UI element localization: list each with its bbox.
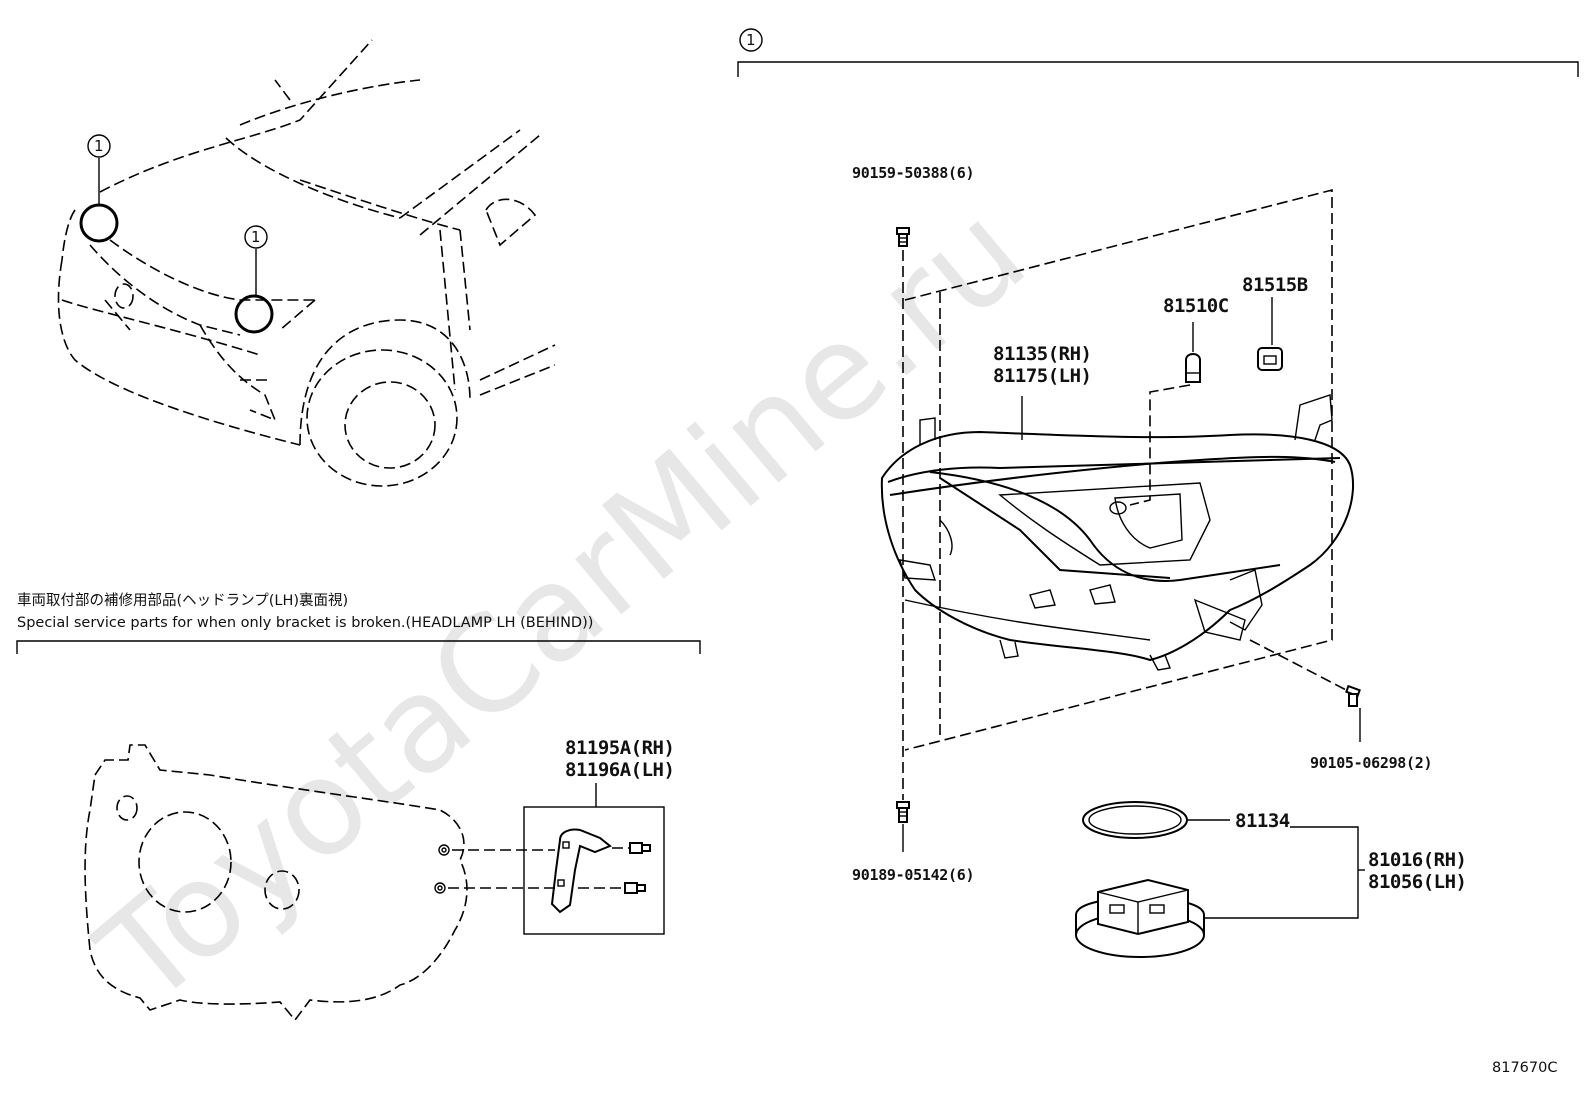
screw-top-icon xyxy=(896,227,910,247)
headlamp-rear-view-illustration xyxy=(84,744,555,1022)
note-japanese: 車両取付部の補修用部品(ヘッドランプ(LH)裏面視) xyxy=(17,591,348,609)
headlamp-exploded-view: 90159-50388(6) 90189-05142(6) 90105-0629… xyxy=(852,164,1467,958)
callout-circle-1-header xyxy=(739,28,763,52)
callout-circle-1a xyxy=(87,134,111,158)
assembly-bracket: 1 xyxy=(737,28,1579,77)
callout-number-1-header: 1 xyxy=(746,31,756,49)
part-number-bracket-rh: 81195A(RH) xyxy=(565,737,674,759)
bracket-kit-box xyxy=(523,806,665,935)
part-number-socket: 81515B xyxy=(1242,274,1308,296)
gasket-ring-icon xyxy=(1082,801,1188,839)
part-number-headlamp-rh: 81135(RH) xyxy=(993,343,1091,365)
part-number-computer-rh: 81016(RH) xyxy=(1368,849,1466,871)
callout-circle-1b xyxy=(244,225,268,249)
part-number-screw-top: 90159-50388(6) xyxy=(852,164,974,182)
wedge-bulb-icon xyxy=(1185,353,1201,383)
part-number-headlamp-lh: 81175(LH) xyxy=(993,365,1091,387)
bracket-screw-upper-icon xyxy=(612,842,651,854)
part-number-gasket: 81134 xyxy=(1235,810,1290,832)
car-front-illustration: 1 1 xyxy=(57,39,556,487)
screw-right-icon xyxy=(1345,684,1361,707)
repair-bracket-icon xyxy=(550,828,612,914)
bracket-repair-kit: 81195A(RH) 81196A(LH) xyxy=(523,737,675,935)
headlamp-unit-illustration xyxy=(880,394,1354,671)
callout-number-1a: 1 xyxy=(94,137,104,155)
bulb-socket-icon xyxy=(1257,347,1283,371)
figure-code: 817670C xyxy=(1492,1060,1557,1076)
part-number-computer-lh: 81056(LH) xyxy=(1368,871,1466,893)
part-number-screw-right: 90105-06298(2) xyxy=(1310,754,1432,772)
part-number-bulb: 81510C xyxy=(1163,295,1229,317)
part-number-bracket-lh: 81196A(LH) xyxy=(565,759,674,781)
part-number-screw-bottom: 90189-05142(6) xyxy=(852,866,974,884)
highlight-circle-left xyxy=(79,203,119,243)
note-bracket-line xyxy=(16,640,701,654)
bracket-screw-lower-icon xyxy=(578,882,646,894)
callout-number-1b: 1 xyxy=(251,228,261,246)
screw-bottom-icon xyxy=(896,801,910,823)
headlamp-computer-icon xyxy=(1075,878,1205,958)
note-english: Special service parts for when only brac… xyxy=(17,615,593,631)
highlight-circle-right xyxy=(234,294,274,334)
